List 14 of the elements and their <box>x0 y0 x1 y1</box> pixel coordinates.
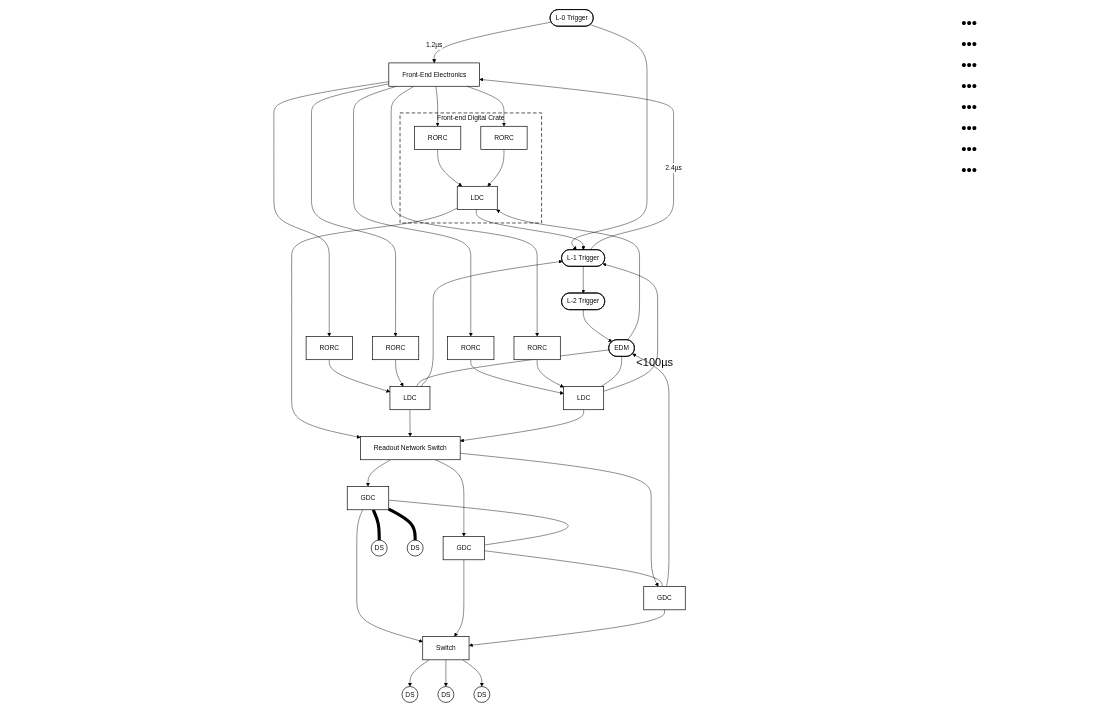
ellipsis-mark: ••• <box>961 14 978 31</box>
connector <box>601 356 622 387</box>
ellipsis-mark: ••• <box>961 140 978 157</box>
connector <box>388 507 417 541</box>
ellipsis-mark: ••• <box>961 77 978 94</box>
delay-note: <100µs <box>636 356 673 369</box>
connector <box>484 550 663 587</box>
ellipsis-mark: ••• <box>961 98 978 115</box>
connector <box>388 499 569 546</box>
ellipsis-mark: ••• <box>961 35 978 52</box>
connector <box>371 509 381 541</box>
ellipsis-mark: ••• <box>961 161 978 178</box>
ellipsis-mark: ••• <box>961 119 978 136</box>
ellipsis-mark: ••• <box>961 56 978 73</box>
